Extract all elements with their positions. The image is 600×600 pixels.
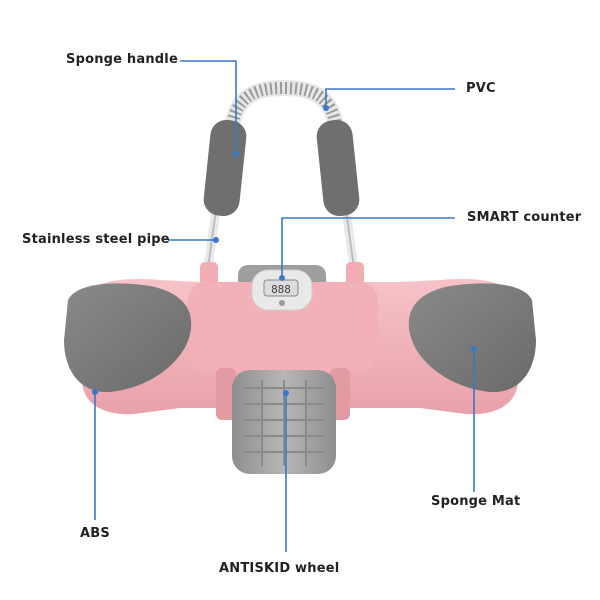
antiskid-wheel [216,368,350,474]
counter-display-digits: 888 [271,283,291,296]
label-stainless-steel-pipe: Stainless steel pipe [22,232,170,247]
label-antiskid-wheel: ANTISKID wheel [219,561,340,576]
sponge-mat-right [408,283,536,393]
label-abs: ABS [80,526,110,541]
sponge-handles [203,119,360,217]
pvc-spring-coil [224,79,344,130]
sponge-mat-left [64,283,192,393]
label-sponge-handle: Sponge handle [66,52,178,67]
stainless-steel-pipes [203,205,359,273]
label-pvc: PVC [466,81,496,96]
smart-counter: 888 [251,269,313,311]
label-smart-counter: SMART counter [467,210,582,225]
label-sponge-mat: Sponge Mat [431,494,521,509]
abs-body [82,279,518,415]
